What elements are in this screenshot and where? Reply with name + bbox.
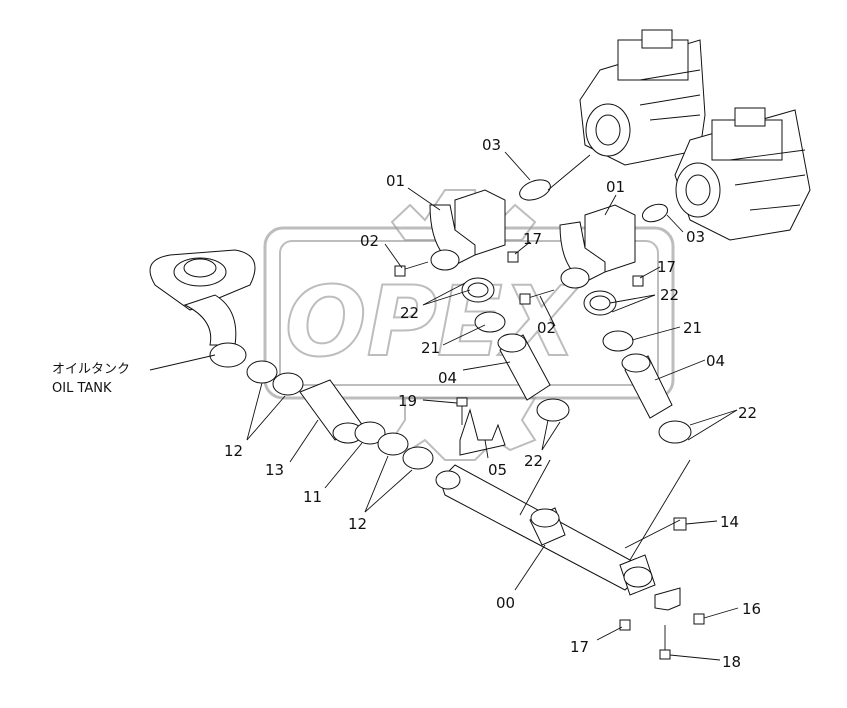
hose-clamp-12-d <box>402 446 434 470</box>
hose-clamp-12-c <box>377 432 409 456</box>
callout-22-right: 22 <box>660 286 679 304</box>
callout-11: 11 <box>303 488 322 506</box>
hose-04-center <box>497 333 551 401</box>
bracket-05 <box>459 408 506 456</box>
oil-tank-label-en: OIL TANK <box>52 381 112 396</box>
callout-01-left: 01 <box>386 172 405 190</box>
hose-clamp-12-b <box>272 372 304 396</box>
hose-clamp-22-center <box>536 398 570 422</box>
callout-05: 05 <box>488 461 507 479</box>
callout-22-left: 22 <box>400 304 419 322</box>
callout-04-right: 04 <box>706 352 725 370</box>
hose-clamp-22-far-right <box>658 420 692 444</box>
suction-elbow-right <box>559 204 636 289</box>
hose-clamp-22-right <box>583 290 617 316</box>
callout-04-center: 04 <box>438 369 457 387</box>
bolt-02-center <box>519 289 555 305</box>
callout-02-center: 02 <box>537 319 556 337</box>
o-ring-03-right <box>641 203 669 223</box>
ring-21-right <box>602 330 634 352</box>
hydraulic-pump-upper <box>579 29 706 166</box>
hose-04-right <box>621 353 673 419</box>
ring-21-left <box>474 311 506 333</box>
callouts: 03 01 01 03 02 17 17 22 22 02 21 21 04 0… <box>224 136 761 671</box>
suction-elbow-left <box>429 189 506 271</box>
callout-17-top: 17 <box>523 230 542 248</box>
oil-tank-label-jp: オイルタンク <box>52 362 130 377</box>
callout-19: 19 <box>398 392 417 410</box>
callout-16: 16 <box>742 600 761 618</box>
callout-14: 14 <box>720 513 739 531</box>
o-ring-03-top <box>519 179 551 201</box>
bolt-02-left <box>394 261 429 277</box>
callout-02-left: 02 <box>360 232 379 250</box>
callout-21-right: 21 <box>683 319 702 337</box>
bolt-16 <box>693 613 705 625</box>
callout-13: 13 <box>265 461 284 479</box>
suction-pipe-00 <box>435 464 681 611</box>
callout-22-far-right: 22 <box>738 404 757 422</box>
oil-tank-leader <box>149 354 216 371</box>
callout-12-center: 12 <box>348 515 367 533</box>
nut-17-right <box>632 275 644 287</box>
callout-18: 18 <box>722 653 741 671</box>
callout-01-right: 01 <box>606 178 625 196</box>
callout-21-left: 21 <box>421 339 440 357</box>
plug-14 <box>673 517 687 531</box>
callout-00: 00 <box>496 594 515 612</box>
ring-11 <box>354 421 386 445</box>
nut-17-bottom <box>619 619 631 631</box>
callout-12-left: 12 <box>224 442 243 460</box>
bolt-18 <box>659 625 671 660</box>
oil-tank-flange <box>149 249 256 368</box>
hose-clamp-22-left <box>461 277 495 303</box>
nut-17-top <box>507 251 519 263</box>
callout-03-right: 03 <box>686 228 705 246</box>
leader-lines <box>246 151 739 661</box>
callout-22-center: 22 <box>524 452 543 470</box>
bolt-19 <box>456 397 468 425</box>
callout-17-bottom: 17 <box>570 638 589 656</box>
callout-17-right: 17 <box>657 258 676 276</box>
callout-03-top: 03 <box>482 136 501 154</box>
hydraulic-pump-lower <box>674 107 811 241</box>
hose-clamp-12-a <box>246 360 278 384</box>
